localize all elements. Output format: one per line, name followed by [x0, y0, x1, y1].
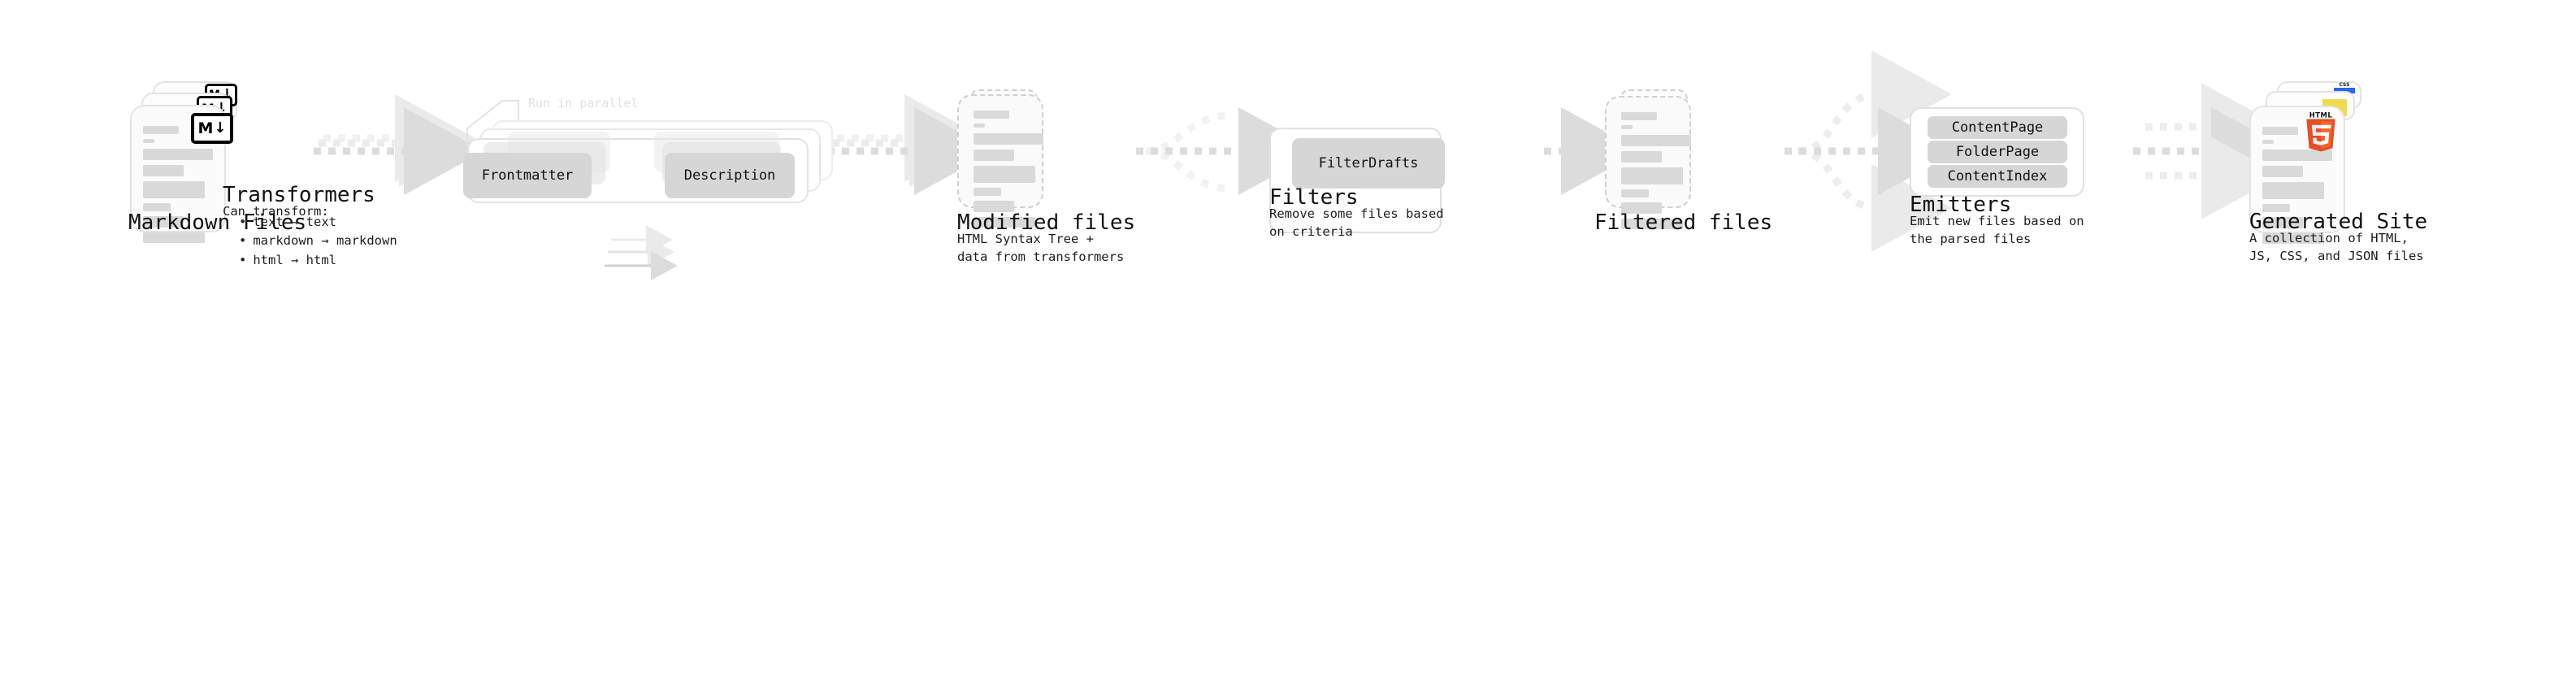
skel-line	[1621, 112, 1657, 120]
markdown-badge-front: M↓	[191, 113, 233, 144]
skel-line	[143, 203, 171, 211]
skel-line	[2262, 166, 2303, 177]
arrow-markdown-to-transformers	[314, 94, 484, 195]
stage-caption-filters: Remove some files based on criteria	[1269, 206, 1444, 240]
emitter-node-label: ContentIndex	[1947, 168, 2048, 184]
transformer-node-label: Frontmatter	[481, 167, 574, 184]
filtered-card-front	[1605, 96, 1691, 229]
filter-node-label: FilterDrafts	[1318, 155, 1419, 171]
skel-line	[974, 201, 1014, 212]
markdown-badge-arrow: ↓	[214, 119, 227, 137]
skel-line	[1621, 167, 1683, 184]
transformer-node-description[interactable]: Description	[665, 153, 795, 198]
transform-list: text → text markdown → markdown html → h…	[226, 213, 397, 270]
emitter-node-contentindex[interactable]: ContentIndex	[1928, 165, 2067, 188]
skel-line	[974, 188, 1001, 196]
transform-list-item: text → text	[239, 213, 397, 232]
skel-line	[1621, 189, 1649, 197]
markdown-badge-letter: M	[197, 119, 213, 137]
arrow-filtered-to-emitters	[1785, 50, 1958, 252]
skel-line	[974, 217, 1035, 228]
skel-line	[1621, 135, 1691, 146]
skel-line	[974, 124, 985, 128]
skel-line	[1621, 219, 1683, 229]
skel-line	[143, 165, 184, 176]
transformer-node-frontmatter[interactable]: Frontmatter	[463, 153, 592, 198]
svg-text:HTML: HTML	[2309, 111, 2333, 119]
skel-line	[143, 149, 213, 160]
skel-line	[2262, 140, 2274, 144]
skel-line	[143, 181, 205, 198]
skel-line	[143, 232, 205, 243]
stage-title-generated-site: Generated Site	[2249, 210, 2428, 234]
skel-line	[2262, 233, 2324, 244]
stage-title-filters: Filters	[1269, 185, 1359, 210]
stage-title-transformers: Transformers	[223, 183, 375, 207]
skel-line	[2262, 204, 2290, 212]
skel-line	[2262, 182, 2324, 199]
skel-line	[974, 133, 1043, 145]
arrow-modified-to-filters	[1136, 107, 1319, 195]
css-badge-label: CSS	[2334, 83, 2355, 88]
stage-caption-modified-files: HTML Syntax Tree + data from transformer…	[957, 232, 1125, 265]
transform-list-item: markdown → markdown	[239, 232, 397, 250]
emitter-node-label: ContentPage	[1951, 119, 2044, 136]
stage-caption-list-transformers: text → text markdown → markdown html → h…	[226, 213, 397, 270]
stage-title-modified-files: Modified files	[957, 210, 1136, 235]
stage-title-emitters: Emitters	[1910, 193, 2012, 217]
html5-icon: HTML	[2305, 111, 2337, 152]
skel-line	[974, 166, 1035, 183]
stage-caption-generated-site: A collection of HTML, JS, CSS, and JSON …	[2249, 231, 2424, 264]
skel-line	[974, 111, 1009, 119]
arrow-transformers-to-modified	[827, 94, 995, 195]
filter-node-filterdrafts[interactable]: FilterDrafts	[1292, 138, 1445, 189]
stage-title-filtered-files: Filtered files	[1594, 210, 1773, 235]
skel-line	[1621, 202, 1662, 214]
skel-line	[1621, 151, 1662, 163]
arrow-emitters-to-site	[2133, 83, 2292, 219]
css-badge: CSS	[2334, 83, 2355, 93]
emitter-node-label: FolderPage	[1955, 144, 2040, 160]
skel-line	[1621, 125, 1633, 129]
skel-line	[143, 139, 154, 143]
transformer-internal-arrows	[605, 225, 678, 280]
stage-caption-emitters: Emit new files based on the parsed files	[1910, 214, 2084, 247]
modified-card-front	[957, 94, 1043, 228]
transformer-node-label: Description	[683, 167, 776, 184]
run-in-parallel-label: Run in parallel	[528, 96, 639, 111]
skel-line	[2262, 150, 2332, 161]
skel-line	[143, 216, 184, 228]
emitter-node-folderpage[interactable]: FolderPage	[1928, 141, 2067, 163]
skel-line	[2262, 217, 2303, 228]
emitter-node-contentpage[interactable]: ContentPage	[1928, 116, 2067, 139]
skel-line	[974, 150, 1014, 161]
transform-list-item: html → html	[239, 251, 397, 270]
skel-line	[143, 126, 179, 134]
run-in-parallel-bracket	[466, 100, 519, 146]
skel-line	[2262, 127, 2298, 135]
